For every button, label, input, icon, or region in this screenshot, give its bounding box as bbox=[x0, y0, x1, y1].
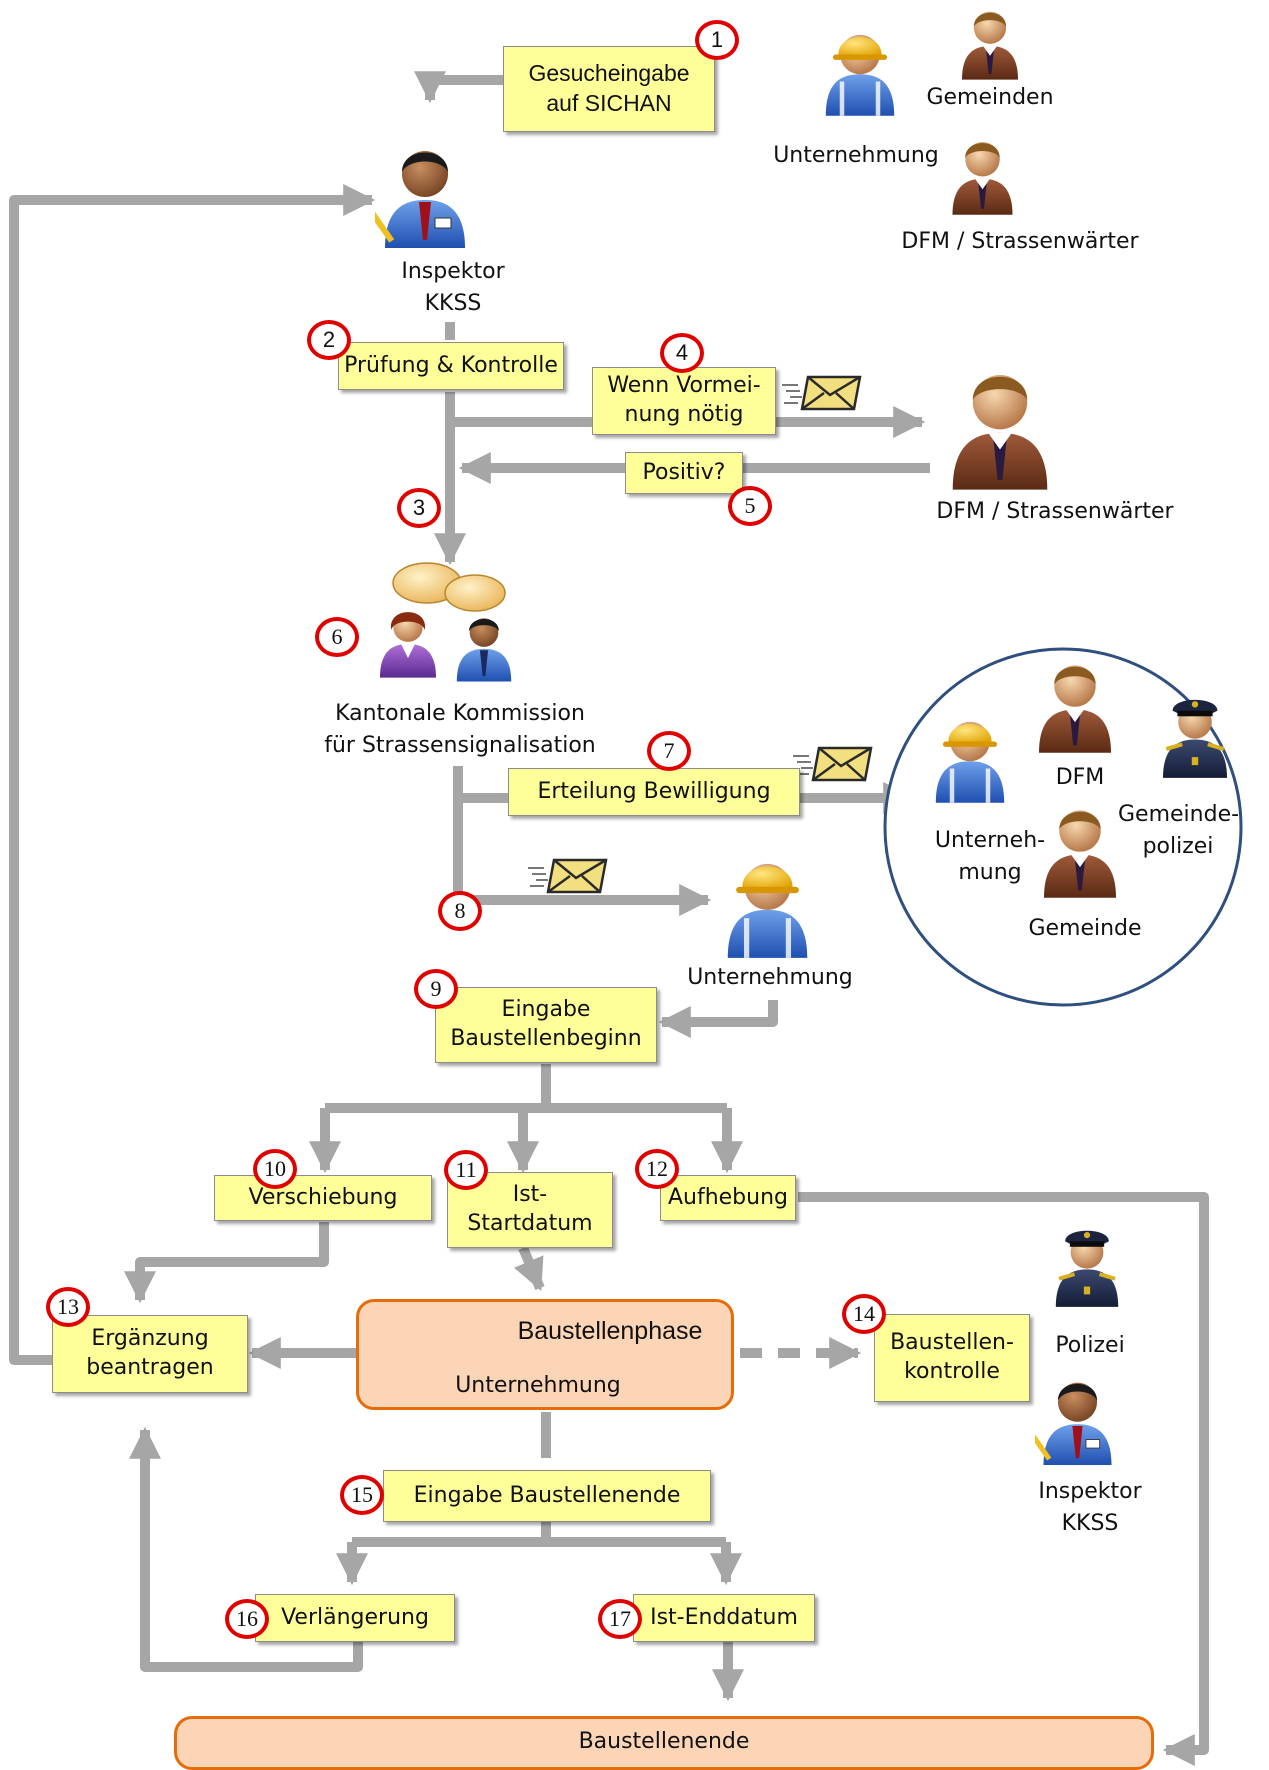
mail-envelope-icon bbox=[782, 375, 862, 411]
step-marker-4: 4 bbox=[660, 333, 704, 373]
step-marker-6: 6 bbox=[315, 617, 359, 657]
step-16-box: Verlängerung bbox=[255, 1594, 455, 1642]
actor-polizei-label: Polizei bbox=[1055, 1333, 1125, 1358]
actor-circle-dfm-label: DFM bbox=[1055, 765, 1105, 790]
kommission-man-icon bbox=[456, 618, 512, 682]
step-marker-17: 17 bbox=[598, 1599, 642, 1639]
dfm-top-icon bbox=[952, 142, 1013, 215]
step-marker-3: 3 bbox=[397, 488, 441, 528]
step-marker-10: 10 bbox=[253, 1149, 297, 1189]
inspektor-bottom-icon bbox=[1035, 1382, 1112, 1466]
kommission-woman-icon bbox=[380, 612, 436, 678]
step-14-box: Baustellen- kontrolle bbox=[874, 1314, 1030, 1402]
step-marker-15: 15 bbox=[340, 1475, 384, 1515]
step-marker-12: 12 bbox=[635, 1149, 679, 1189]
step-7-box: Erteilung Bewilligung bbox=[508, 768, 800, 816]
actor-inspektor-bottom-label: Inspektor KKSS bbox=[1038, 1479, 1142, 1536]
polizei-icon bbox=[1056, 1231, 1118, 1307]
gemeinden-icon bbox=[962, 11, 1018, 80]
actor-kommission-label: Kantonale Kommission für Strassensignali… bbox=[324, 701, 596, 758]
mail-envelope-icon bbox=[793, 746, 873, 782]
step-marker-13: 13 bbox=[46, 1287, 90, 1327]
step-1-box: Gesucheingabe auf SICHAN bbox=[503, 46, 715, 132]
step-marker-8: 8 bbox=[438, 891, 482, 931]
step-marker-1: 1 bbox=[695, 20, 739, 60]
step-marker-2: 2 bbox=[307, 320, 351, 360]
step-15-box: Eingabe Baustellenende bbox=[383, 1470, 711, 1522]
actor-unternehmung-mid-label: Unternehmung bbox=[687, 965, 853, 990]
baustellenphase-title: Baustellenphase bbox=[517, 1317, 703, 1345]
step-marker-16: 16 bbox=[225, 1599, 269, 1639]
step-marker-5: 5 bbox=[728, 486, 772, 526]
step-marker-7: 7 bbox=[647, 731, 691, 771]
unternehmung-top-icon bbox=[826, 35, 894, 116]
actor-dfm-top-label: DFM / Strassenwärter bbox=[901, 229, 1139, 254]
step-4-box: Wenn Vormei- nung nötig bbox=[592, 367, 776, 435]
inspektor-top-icon bbox=[375, 150, 466, 249]
baustellenphase-box bbox=[356, 1299, 734, 1410]
actor-circle-gemeindepolizei-label: Gemeinde- polizei bbox=[1118, 802, 1240, 859]
step-13-box: Ergänzung beantragen bbox=[52, 1315, 248, 1393]
actor-inspektor-top-label: Inspektor KKSS bbox=[401, 259, 505, 316]
unternehmung-mid-icon bbox=[728, 864, 807, 958]
actor-dfm-mid-label: DFM / Strassenwärter bbox=[936, 499, 1174, 524]
step-5-box: Positiv? bbox=[625, 452, 743, 494]
speech-bubbles-icon bbox=[392, 562, 506, 612]
baustellenphase-actor: Unternehmung bbox=[455, 1373, 621, 1398]
step-marker-11: 11 bbox=[444, 1150, 488, 1190]
actor-circle-unternehmung-label: Unterneh- mung bbox=[934, 828, 1046, 885]
step-marker-14: 14 bbox=[842, 1294, 886, 1334]
step-17-box: Ist-Enddatum bbox=[633, 1594, 815, 1642]
baustellenende-label: Baustellenende bbox=[578, 1729, 750, 1754]
step-10-box: Verschiebung bbox=[214, 1175, 432, 1221]
step-12-box: Aufhebung bbox=[660, 1175, 796, 1221]
mail-envelope-icon bbox=[528, 858, 608, 894]
step-9-box: Eingabe Baustellenbeginn bbox=[435, 987, 657, 1063]
actor-gemeinden-label: Gemeinden bbox=[926, 85, 1054, 110]
step-marker-9: 9 bbox=[414, 969, 458, 1009]
actor-circle-gemeinde-label: Gemeinde bbox=[1028, 916, 1142, 941]
step-2-box: Prüfung & Kontrolle bbox=[338, 342, 564, 390]
actor-unternehmung-top-label: Unternehmung bbox=[773, 143, 939, 168]
dfm-mid-icon bbox=[952, 375, 1048, 490]
